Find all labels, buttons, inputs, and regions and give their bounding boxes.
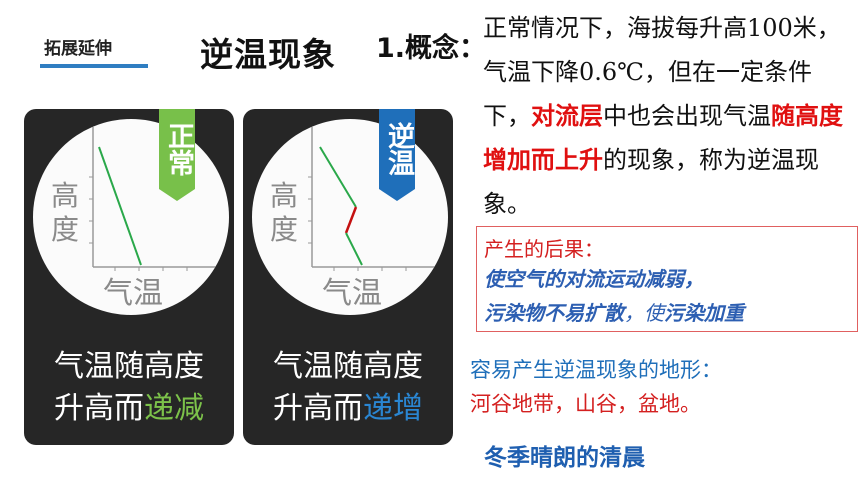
inversion-caption-highlight: 递增 bbox=[363, 391, 423, 426]
normal-ticks bbox=[89, 176, 188, 271]
inversion-lower-line bbox=[345, 232, 363, 266]
definition-red2: 随高度增加而上升 bbox=[483, 101, 843, 174]
section-tag: 拓展延伸 bbox=[44, 39, 112, 59]
inversion-axis-x-label: 气温 bbox=[322, 276, 382, 311]
tag-underline bbox=[40, 64, 148, 68]
page-title: 逆温现象 bbox=[200, 35, 336, 74]
inversion-card: 高 度 气温 逆温 气温随高度 升高而递增 bbox=[243, 109, 453, 445]
normal-axis-x-label: 气温 bbox=[103, 276, 163, 311]
terrain-values: 河谷地带，山谷，盆地。 bbox=[470, 392, 701, 416]
normal-axis-y-label-1: 高 bbox=[51, 179, 79, 212]
inversion-upper-line bbox=[319, 146, 357, 208]
consequence-line2-b: ，使 bbox=[624, 301, 664, 325]
inversion-diagram: 高 度 气温 bbox=[252, 119, 448, 315]
inversion-banner: 逆温 bbox=[379, 109, 415, 201]
concept-label: 1.概念： bbox=[376, 33, 487, 64]
normal-caption-prefix: 升高而 bbox=[54, 391, 144, 426]
inversion-layer-line bbox=[344, 206, 358, 234]
definition-part3: 的现象，称为逆温现象。 bbox=[483, 146, 819, 218]
normal-axis-y-label-2: 度 bbox=[51, 213, 79, 246]
definition-red1: 对流层 bbox=[531, 101, 603, 130]
consequence-line2-a: 污染物不易扩散 bbox=[484, 301, 624, 325]
inversion-caption-line1: 气温随高度 bbox=[273, 349, 423, 384]
consequence-title: 产生的后果： bbox=[484, 237, 604, 261]
inversion-ticks bbox=[308, 176, 407, 271]
normal-caption-line2: 升高而递减 bbox=[24, 389, 234, 429]
terrain-heading: 容易产生逆温现象的地形： bbox=[470, 358, 722, 382]
inversion-axis-y-label-1: 高 bbox=[270, 179, 298, 212]
consequence-line2: 污染物不易扩散，使污染加重 bbox=[484, 297, 744, 326]
inversion-caption-line2: 升高而递增 bbox=[243, 389, 453, 429]
definition-text: 正常情况下，海拔每升高100米，气温下降0.6℃，但在一定条件下，对流层中也会出… bbox=[483, 6, 853, 226]
consequence-line2-c: 污染加重 bbox=[664, 301, 744, 325]
normal-banner: 正常 bbox=[159, 109, 195, 201]
inversion-caption-prefix: 升高而 bbox=[273, 391, 363, 426]
definition-part1: 正常情况下，海拔每升高100米，气温下降0.6℃，但在一定条件下， bbox=[483, 14, 841, 130]
normal-temp-line bbox=[98, 146, 142, 266]
definition-part2: 中也会出现气温 bbox=[603, 102, 771, 130]
normal-caption-highlight: 递减 bbox=[144, 391, 204, 426]
consequence-line1: 使空气的对流运动减弱， bbox=[484, 267, 704, 291]
inversion-axis-y-label-2: 度 bbox=[270, 213, 298, 246]
consequence-box: 产生的后果： 使空气的对流运动减弱， 污染物不易扩散，使污染加重 bbox=[476, 226, 858, 332]
normal-card: 高 度 气温 正常 气温随高度 升高而递减 bbox=[24, 109, 234, 445]
normal-diagram-svg: 高 度 气温 bbox=[51, 127, 223, 311]
normal-caption-line1: 气温随高度 bbox=[54, 349, 204, 384]
time-note: 冬季晴朗的清晨 bbox=[484, 445, 645, 471]
inversion-diagram-svg: 高 度 气温 bbox=[270, 127, 442, 311]
normal-diagram: 高 度 气温 bbox=[33, 119, 229, 315]
